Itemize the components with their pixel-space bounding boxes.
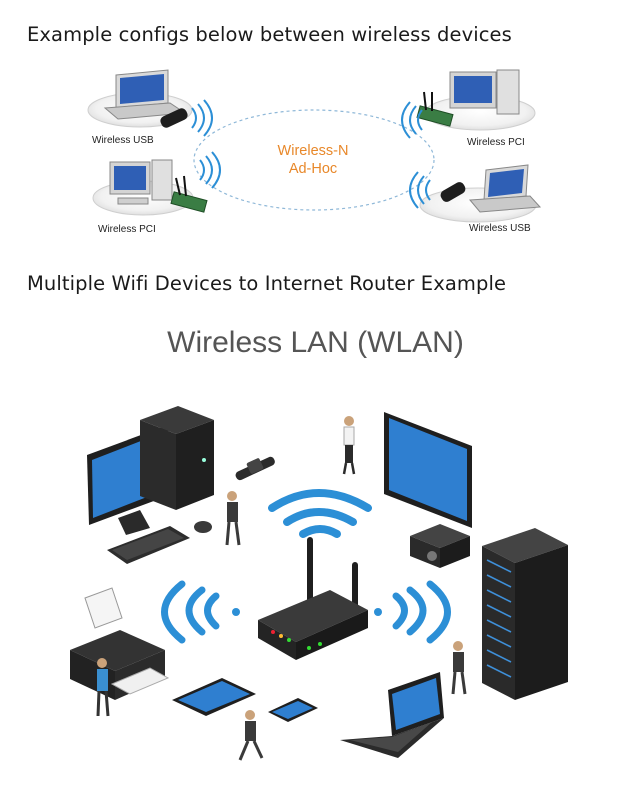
wifi-signal-icon [374,580,451,644]
router-icon [258,537,368,660]
heading-adhoc-examples: Example configs below between wireless d… [27,23,512,46]
node-label: Wireless PCI [98,224,156,235]
person-icon [96,658,110,717]
person-icon [238,710,264,761]
adhoc-label-line1: Wireless-N [277,143,349,159]
smartphone-icon [268,698,318,722]
wifi-signal-icon [161,580,240,644]
heading-router-example: Multiple Wifi Devices to Internet Router… [27,272,507,295]
laptop-icon [340,672,444,758]
node-label: Wireless USB [92,135,154,146]
smartwatch-icon [235,456,275,481]
adhoc-label-line2: Ad-Hoc [288,161,338,177]
desktop-pc-icon [424,69,536,131]
tablet-icon [172,678,256,716]
wifi-signal-icon [268,489,372,538]
wlan-diagram [70,406,568,761]
printer-icon [70,587,170,700]
desktop-pc-icon [92,159,194,216]
wifi-waves-icon [401,101,423,139]
computer-tower-icon [140,406,214,510]
person-icon [342,416,356,475]
wifi-waves-icon [409,171,431,209]
laptop-icon [419,164,542,223]
person-icon [451,641,467,695]
pci-card-icon [170,175,208,213]
pci-card-icon [416,91,454,127]
usb-adapter-icon [160,108,188,128]
server-rack-icon [482,528,568,700]
person-icon [225,491,241,546]
node-label: Wireless PCI [467,137,525,148]
mouse-icon [194,521,212,533]
tv-monitor-icon [384,412,472,528]
projector-icon [410,524,470,568]
node-label: Wireless USB [469,223,531,234]
wlan-diagram-title: Wireless LAN (WLAN) [167,326,464,359]
wifi-waves-icon [191,99,213,137]
adhoc-center-label: Wireless-N Ad-Hoc [263,142,363,178]
keyboard-icon [107,526,190,564]
wifi-waves-icon [199,151,221,189]
adhoc-link-ellipse [193,109,435,211]
usb-adapter-icon [440,182,466,202]
